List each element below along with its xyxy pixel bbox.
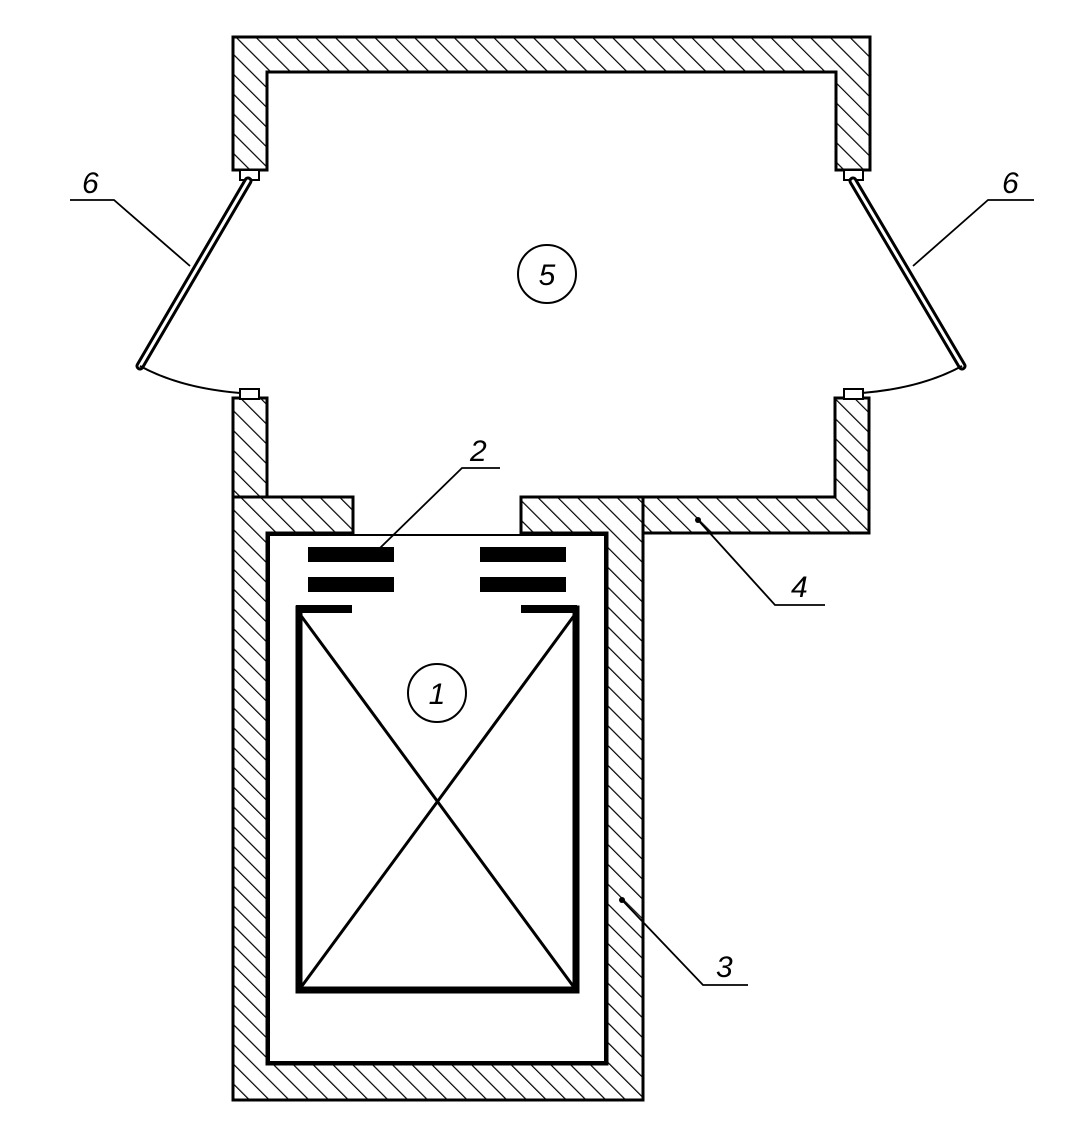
lobby-label-circle xyxy=(517,244,577,304)
leader-line xyxy=(70,199,191,267)
car-door-bar xyxy=(480,577,566,592)
callout-3: 3 xyxy=(619,897,748,986)
lobby-left-lower-wall xyxy=(231,396,269,499)
hall-door-right xyxy=(843,169,967,400)
callout-4: 4 xyxy=(695,517,825,606)
callout-number: 2 xyxy=(469,435,487,468)
lobby-label-text: 5 xyxy=(539,259,556,292)
elevator-car xyxy=(295,605,580,994)
shaft-wall xyxy=(231,495,645,1102)
car-door-bar xyxy=(480,547,566,562)
callout-6-right: 6 xyxy=(912,167,1034,267)
callout-number: 6 xyxy=(82,167,99,200)
car-doors xyxy=(296,547,577,613)
door-hinge xyxy=(239,388,260,400)
callout-number: 4 xyxy=(791,571,808,604)
lobby-label: 5 xyxy=(517,244,577,304)
door-swing-arc xyxy=(139,365,241,394)
door-leaf-inner xyxy=(138,179,250,368)
callout-number: 6 xyxy=(1002,167,1019,200)
leader-line xyxy=(379,467,500,549)
landing-wall xyxy=(641,396,871,535)
leader-line xyxy=(621,899,748,986)
callout-2: 2 xyxy=(379,435,500,549)
car-enclosure xyxy=(268,534,606,1063)
lobby-top-wall xyxy=(231,35,872,172)
car-cross-line xyxy=(297,612,578,991)
door-swing-arc xyxy=(861,365,963,394)
door-hinge xyxy=(843,388,864,400)
car-door-bar xyxy=(308,577,394,592)
car-frame xyxy=(295,605,580,994)
car-label: 1 xyxy=(407,663,467,723)
callout-6-left: 6 xyxy=(70,167,191,267)
leader-dot xyxy=(695,517,701,523)
leader-dot xyxy=(619,897,625,903)
callout-number: 3 xyxy=(716,951,733,984)
car-door-bar xyxy=(308,547,394,562)
leader-line xyxy=(912,199,1034,267)
hall-door-left xyxy=(135,169,260,400)
car-label-circle xyxy=(407,663,467,723)
leader-line xyxy=(697,519,825,606)
door-leaf-inner xyxy=(851,179,964,368)
car-label-text: 1 xyxy=(429,678,446,711)
